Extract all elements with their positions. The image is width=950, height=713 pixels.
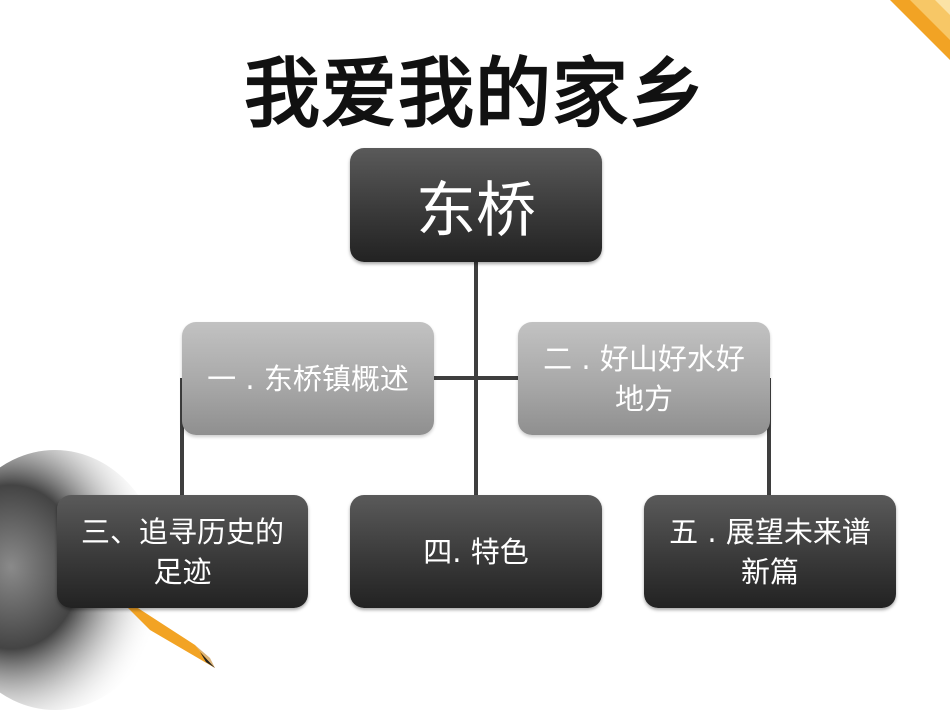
node-features-label: 四. 特色: [423, 534, 529, 569]
node-root: 东桥: [350, 148, 602, 262]
node-future: 五 . 展望未来谱新篇: [644, 495, 896, 608]
pencil-corner-icon: [890, 0, 950, 60]
node-scenery-label: 二 . 好山好水好地方: [543, 341, 745, 416]
node-features: 四. 特色: [350, 495, 602, 608]
connector-level1-bar: [433, 376, 519, 380]
node-overview: 一 . 东桥镇概述: [182, 322, 434, 435]
node-history: 三、追寻历史的足迹: [57, 495, 308, 608]
node-future-label: 五 . 展望未来谱新篇: [669, 514, 871, 589]
connector-left-drop: [180, 378, 184, 496]
node-overview-label: 一 . 东桥镇概述: [207, 361, 409, 396]
node-history-label: 三、追寻历史的足迹: [80, 514, 284, 589]
node-scenery: 二 . 好山好水好地方: [518, 322, 770, 435]
slide-title: 我爱我的家乡: [244, 49, 706, 138]
node-root-label: 东桥: [416, 175, 536, 246]
connector-right-drop: [767, 378, 771, 496]
